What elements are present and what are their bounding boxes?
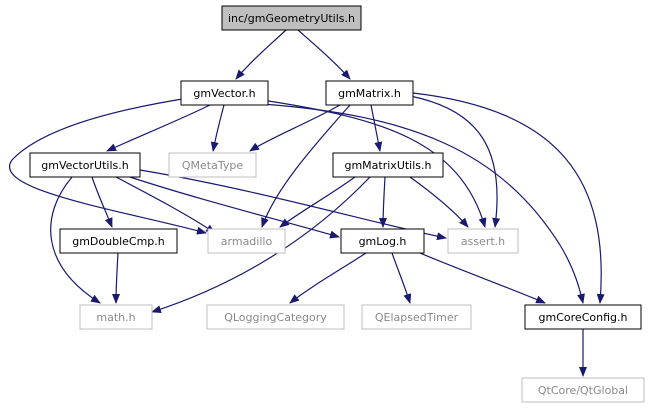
edge-vec-to-assert — [261, 99, 487, 228]
node-box — [59, 228, 178, 254]
edge-mat-to-arma — [261, 104, 351, 228]
edge-vec-to-arma — [9, 96, 207, 235]
node-box — [447, 228, 519, 254]
node-label: QLoggingCategory — [224, 311, 327, 324]
node-matutils[interactable]: gmMatrixUtils.h — [332, 152, 444, 178]
node-box — [207, 228, 286, 254]
edge-vecutils-to-log — [129, 176, 340, 239]
node-label: QElapsedTimer — [375, 311, 459, 324]
node-label: gmMatrix.h — [338, 87, 401, 100]
nodes: inc/gmGeometryUtils.h gmVector.h gmMatrix.… — [29, 5, 645, 403]
node-log[interactable]: gmLog.h — [340, 228, 425, 254]
node-box — [79, 304, 153, 330]
node-qtglobal: QtCore/QtGlobal — [521, 377, 645, 403]
edge-matutils-to-arma — [279, 176, 356, 228]
node-label: gmLog.h — [359, 235, 407, 248]
node-box — [521, 377, 645, 403]
node-box — [325, 80, 414, 106]
node-box — [524, 304, 642, 330]
node-root[interactable]: inc/gmGeometryUtils.h — [221, 5, 362, 31]
node-mat[interactable]: gmMatrix.h — [325, 80, 414, 106]
node-coreconfig[interactable]: gmCoreConfig.h — [524, 304, 642, 330]
edge-vecutils-to-arma — [115, 176, 216, 234]
node-label: inc/gmGeometryUtils.h — [228, 12, 355, 25]
node-box — [340, 228, 425, 254]
node-box — [361, 304, 472, 330]
edge-vec-to-coreconfig — [261, 103, 585, 304]
node-math: math.h — [79, 304, 153, 330]
node-label: math.h — [96, 311, 135, 324]
node-box — [29, 152, 141, 178]
edge-vec-to-qmeta — [210, 104, 225, 152]
node-vec[interactable]: gmVector.h — [180, 80, 269, 106]
edge-mat-to-qmeta — [249, 104, 341, 152]
node-dbl[interactable]: gmDoubleCmp.h — [59, 228, 178, 254]
edge-root-to-mat — [297, 29, 351, 80]
edge-vec-to-vecutils — [106, 104, 211, 152]
edge-root-to-vec — [235, 29, 287, 80]
edge-matutils-to-assert — [409, 176, 469, 228]
edge-log-to-coreconfig — [419, 252, 546, 304]
node-assert: assert.h — [447, 228, 519, 254]
node-label: QtCore/QtGlobal — [538, 384, 628, 397]
node-label: assert.h — [461, 235, 505, 248]
edges — [9, 29, 605, 377]
node-label: gmVectorUtils.h — [41, 159, 128, 172]
edge-log-to-qelapsed — [391, 252, 412, 304]
node-box — [221, 5, 362, 31]
edge-log-to-qlogcat — [289, 252, 367, 304]
node-label: QMetaType — [182, 159, 243, 172]
edge-dbl-to-math — [112, 252, 121, 304]
node-qmeta: QMetaType — [168, 152, 257, 178]
node-box — [332, 152, 444, 178]
node-label: gmMatrixUtils.h — [344, 159, 431, 172]
node-box — [168, 152, 257, 178]
edge-vecutils-to-dbl — [91, 176, 113, 228]
edge-matutils-to-math — [151, 176, 371, 314]
node-label: armadillo — [221, 235, 273, 248]
node-vecutils[interactable]: gmVectorUtils.h — [29, 152, 141, 178]
node-arma: armadillo — [207, 228, 286, 254]
node-qelapsed: QElapsedTimer — [361, 304, 472, 330]
edge-mat-to-assert — [409, 95, 501, 228]
edge-vecutils-to-math — [50, 176, 101, 304]
node-qlogcat: QLoggingCategory — [206, 304, 345, 330]
edge-mat-to-matutils — [370, 104, 383, 152]
edge-matutils-to-log — [379, 176, 388, 228]
node-label: gmDoubleCmp.h — [72, 235, 165, 248]
node-box — [206, 304, 345, 330]
node-label: gmCoreConfig.h — [539, 311, 628, 324]
node-box — [180, 80, 269, 106]
node-label: gmVector.h — [193, 87, 255, 100]
edge-mat-to-coreconfig — [412, 92, 605, 304]
